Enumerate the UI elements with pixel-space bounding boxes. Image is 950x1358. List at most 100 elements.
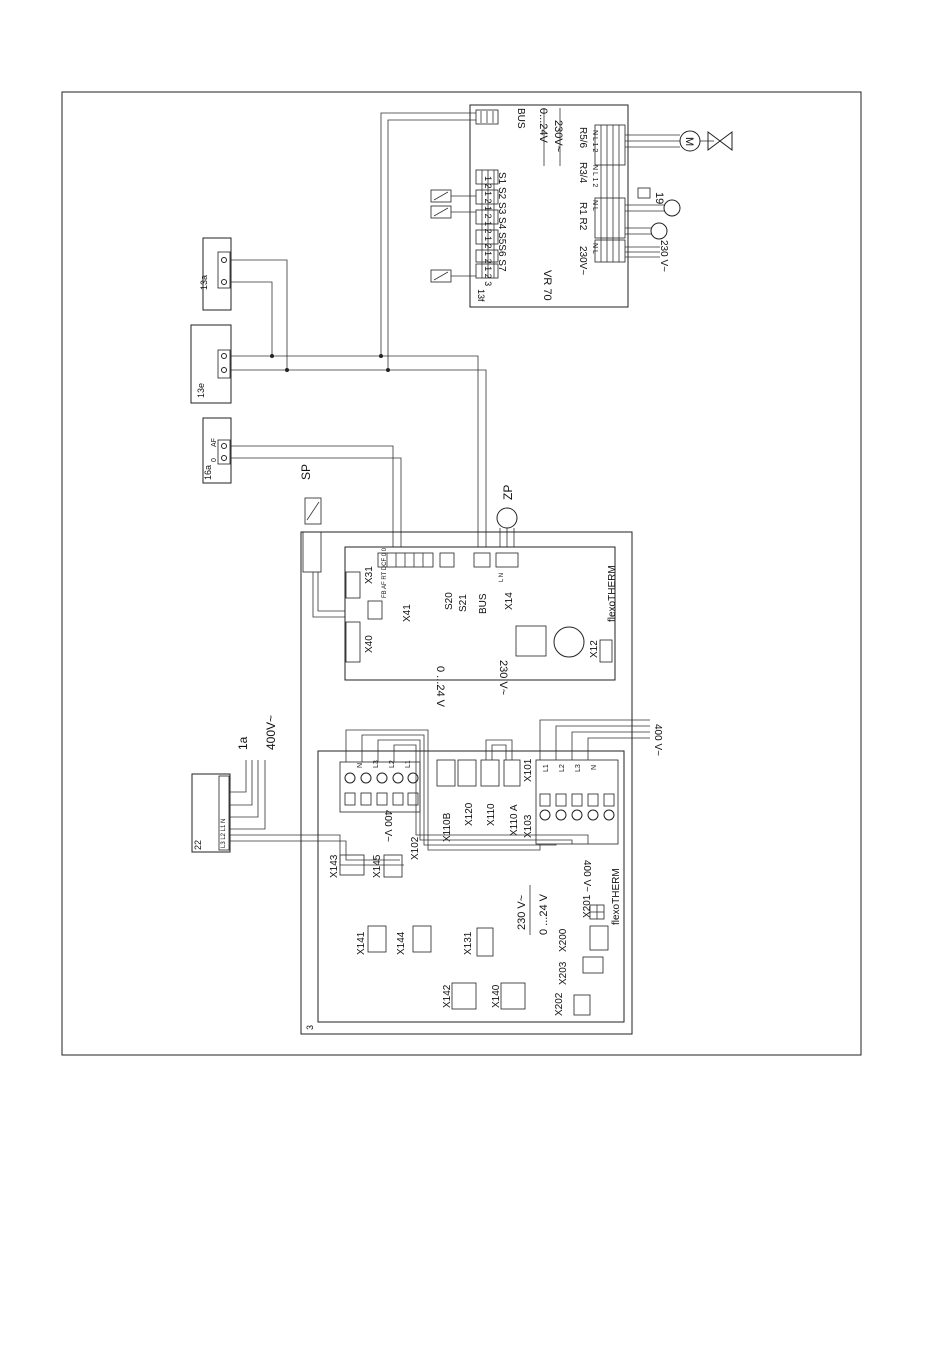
vr70-sensor-labels: S1 S2 S3 S4 S5S6 S7 <box>496 172 507 272</box>
s20-label: S20 <box>444 592 455 610</box>
x41-connector <box>377 552 434 568</box>
main-unit-frame <box>300 531 633 1035</box>
x141-connector <box>367 925 387 953</box>
term-left-l3: L3 <box>373 760 380 768</box>
label-3: 3 <box>305 1025 315 1030</box>
x110-label: X110 <box>486 803 497 826</box>
x142-connector <box>451 982 477 1010</box>
term-left-l2: L2 <box>389 760 396 768</box>
vr70-nl-a: N L <box>591 200 598 211</box>
vr70-relay-terminals <box>594 124 626 263</box>
x145-connector <box>383 854 403 878</box>
x110-connector <box>480 759 500 787</box>
lower-board: N L3 L2 L1 400 V~ X102 X110B X120 X110 X… <box>317 750 625 1023</box>
vr70-ref-13f: 13f <box>476 289 486 302</box>
vr70-r56-label: R5/6 <box>577 127 588 149</box>
vr70-module: 1 2 1 2 1 2 1 2 1 2 1 2 1 2 3 S1 S2 S3 S… <box>430 104 733 308</box>
lower-right-400v: 400 V~ <box>581 860 592 892</box>
lower-flexotherm-label: flexoTHERM <box>611 868 622 925</box>
vr70-r1r2-label: R1 R2 <box>577 202 588 231</box>
left-terminal-block: N L3 L2 L1 <box>339 760 421 813</box>
bus-label: BUS <box>478 593 489 614</box>
x102-label: X102 <box>410 836 421 860</box>
term-right-n: N <box>591 765 598 770</box>
x120-label: X120 <box>464 802 475 826</box>
s20-connector <box>439 552 455 568</box>
lower-24v-label: 0 ...24 V <box>538 893 550 935</box>
x101-label: X101 <box>523 758 534 782</box>
pump-icon <box>496 507 518 529</box>
x140-label: X140 <box>491 984 502 1008</box>
x14-label: X14 <box>504 592 515 610</box>
pump-icon <box>650 222 668 240</box>
vr70-24v-label: 0...24V <box>537 108 549 144</box>
upper-24v-label: 0 ...24 V <box>434 666 446 708</box>
vr70-nl12-b: N L 1 2 <box>591 165 598 187</box>
internal-wiring: 400 V~ <box>229 719 663 866</box>
motor-label: M <box>683 137 695 146</box>
x14-connector <box>495 552 519 568</box>
label-22: 22 <box>193 840 203 850</box>
x201-label: X201 <box>582 894 593 918</box>
external-components: 13a 13e 16a AF 0 <box>190 237 232 484</box>
upper-flexotherm-label: flexoTHERM <box>607 565 618 622</box>
vr70-r34-label: R3/4 <box>577 162 588 184</box>
x140-connector <box>500 982 526 1010</box>
x14-pin-labels: L N <box>499 573 505 582</box>
label-13a: 13a <box>199 275 209 290</box>
term-left-l1: L1 <box>405 760 412 768</box>
sp-sensor: SP <box>299 464 368 618</box>
x200-connector <box>589 925 609 951</box>
vr70-230v-label-2: 230V~ <box>577 246 588 275</box>
vr70-230v-label: 230V~ <box>552 120 564 152</box>
x203-connector <box>582 956 604 974</box>
x120-connector <box>457 759 477 787</box>
x144-connector <box>412 925 432 953</box>
sensor-icon <box>430 189 476 283</box>
x145-label: X145 <box>372 854 383 878</box>
vr70-pin-numbers: 1 2 1 2 1 2 1 2 1 2 1 2 1 2 3 <box>483 176 493 286</box>
terminal-22-labels: L3 L2 L1 N <box>221 819 227 848</box>
bus-connector <box>473 552 491 568</box>
x40-label: X40 <box>364 635 375 653</box>
label-16a: 16a <box>203 465 213 480</box>
x142-label: X142 <box>442 984 453 1008</box>
label-13e: 13e <box>196 383 206 398</box>
x12-connector <box>599 639 613 663</box>
outer-frame <box>61 91 862 1056</box>
vr70-bus-label: BUS <box>515 108 526 129</box>
x103-label: X103 <box>523 814 534 838</box>
label-400v: 400V~ <box>264 715 278 750</box>
x110b-connector <box>436 759 456 787</box>
vr70-nl12-a: N L 1 2 <box>591 130 598 152</box>
right-terminal-block: L1 L2 L3 N <box>535 759 619 845</box>
upper-board: X31 FB AF RT DCF 0 0 X41 X40 S20 S21 BUS… <box>344 546 618 708</box>
x200-label: X200 <box>558 928 569 952</box>
x141-label: X141 <box>356 931 367 955</box>
x31-label: X31 <box>364 566 375 584</box>
x40-connector <box>345 621 361 663</box>
vr70-ref-19: 19 <box>653 192 665 204</box>
zp-pump: ZP <box>496 485 518 553</box>
term-right-l1: L1 <box>543 764 550 772</box>
vr70-name: VR 70 <box>541 270 553 301</box>
x41-pin-labels: FB AF RT DCF 0 0 <box>382 547 388 598</box>
label-1a: 1a <box>236 736 250 750</box>
x202-label: X202 <box>554 992 565 1016</box>
valve-icon <box>707 131 733 151</box>
lower-230v-label: 230 V~ <box>516 895 528 930</box>
label-400v-right: 400 V~ <box>652 724 663 756</box>
pump-icon <box>663 199 681 217</box>
x203-label: X203 <box>558 961 569 985</box>
vr70-nl-b: N L <box>591 243 598 254</box>
label-sp: SP <box>299 464 313 480</box>
vr70-sensor-terminals <box>475 169 499 279</box>
label-zp: ZP <box>501 485 515 500</box>
term-right-l2: L2 <box>559 764 566 772</box>
x12-label: X12 <box>589 640 600 658</box>
x110b-label: X110B <box>442 812 453 842</box>
label-zero: 0 <box>211 458 218 462</box>
x131-connector <box>476 927 494 957</box>
term-left-n: N <box>357 763 364 768</box>
x101-connector <box>503 759 521 787</box>
